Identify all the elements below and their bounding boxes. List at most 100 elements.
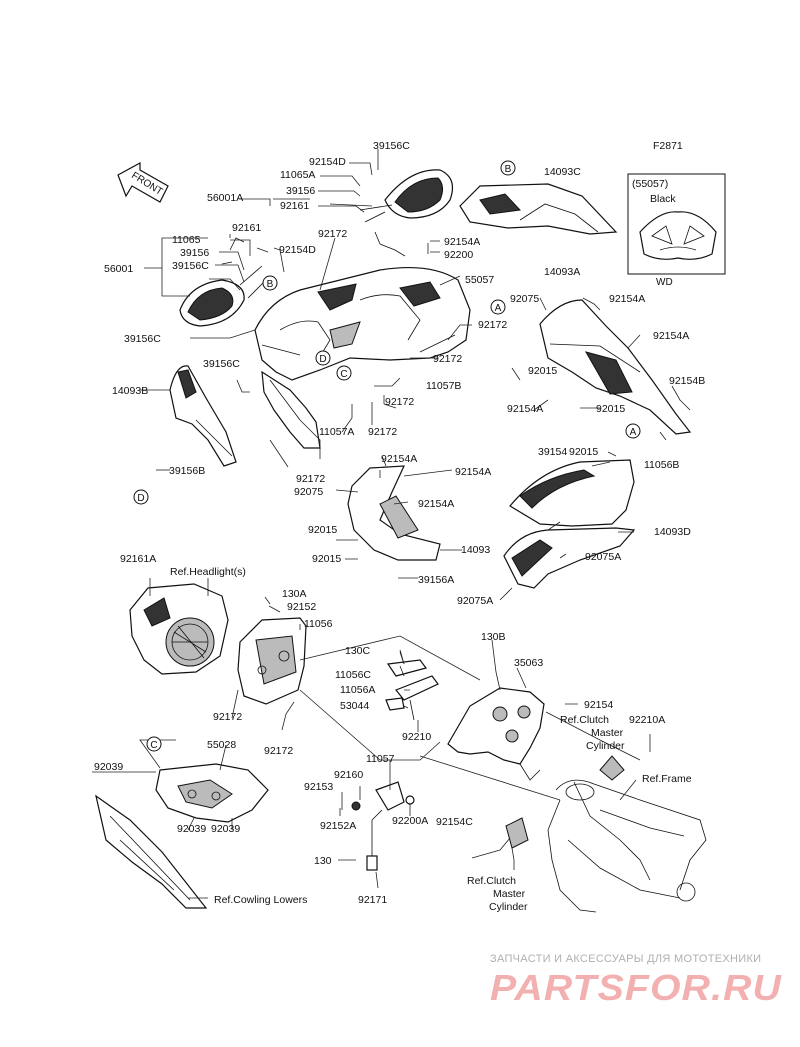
label-11065: 11065 [172,234,201,246]
label-130: 130 [314,855,332,867]
label-92154D: 92154D [309,156,346,168]
label-92154A-g: 92154A [418,498,454,510]
label-55028: 55028 [207,739,236,751]
cowl-inner-icon [639,211,717,260]
inset-box: (55057) Black WD [627,173,726,288]
svg-text:D: D [319,354,326,365]
label-56001A: 56001A [207,192,243,204]
panel-14093C-icon [459,183,618,235]
label-92154A-c: 92154A [653,330,689,342]
label-130B: 130B [481,631,506,643]
label-39156B: 39156B [169,465,205,477]
stay-35063-icon [447,687,545,781]
label-ref-frame: Ref.Frame [642,773,692,785]
panel-39154-icon [509,459,635,527]
label-11056B: 11056B [644,459,679,471]
label-11065A: 11065A [280,169,315,181]
label-92210: 92210 [402,731,431,743]
label-39156C-d: 39156C [203,358,240,370]
headlight-icon [129,583,229,675]
label-14093B: 14093B [112,385,148,397]
label-39156C-c: 39156C [124,333,161,345]
label-11057B: 11057B [426,380,461,392]
label-ref-clutch-1: Ref.Clutch [560,714,609,726]
label-92039-c: 92039 [211,823,240,835]
label-ref-clutch-2c: Cylinder [489,901,528,913]
label-92015-e: 92015 [312,553,341,565]
callout-a-2: A [625,423,641,439]
center-cowl-icon [261,370,321,449]
label-ref-clutch-2b: Master [493,888,526,900]
inset-color-label: Black [650,193,676,205]
label-92075A-b: 92075A [457,595,493,607]
callout-d-1: D [315,350,331,366]
label-11057A: 11057A [319,426,354,438]
svg-text:B: B [267,279,274,290]
label-92172-f: 92172 [296,473,325,485]
svg-text:D: D [137,493,144,504]
callout-c-1: C [336,365,352,381]
label-53044: 53044 [340,700,369,712]
label-39156-b: 39156 [180,247,209,259]
label-92172-d: 92172 [385,396,414,408]
panel-14093A-icon [539,299,692,435]
mirror-left-icon [179,237,267,327]
label-92075A: 92075A [585,551,621,563]
label-92172: 92172 [318,228,347,240]
label-92015-b: 92015 [596,403,625,415]
cowling-lower-icon [95,794,208,909]
label-92154D-b: 92154D [279,244,316,256]
label-92015-c: 92015 [569,446,598,458]
label-92172-e: 92172 [368,426,397,438]
inset-part-label: (55057) [632,178,668,190]
svg-text:C: C [340,369,347,380]
label-11056C: 11056C [335,669,371,681]
svg-text:A: A [630,427,637,438]
label-92154A-e: 92154A [381,453,417,465]
label-56001: 56001 [104,263,133,275]
label-92154A: 92154A [444,236,480,248]
watermark-brand: PARTSFOR.RU [490,967,782,1008]
label-14093C: 14093C [544,166,581,178]
label-ref-clutch-1b: Master [591,727,624,739]
callout-a-1: A [490,299,506,315]
label-92039: 92039 [94,761,123,773]
label-35063: 35063 [514,657,543,669]
panel-14093-icon [347,465,441,561]
label-92075-b: 92075 [294,486,323,498]
svg-text:C: C [150,740,157,751]
label-92015: 92015 [528,365,557,377]
label-92172-b: 92172 [478,319,507,331]
callout-d-2: D [133,489,149,505]
svg-text:B: B [505,164,512,175]
inset-variant-label: WD [656,277,673,288]
label-92152A: 92152A [320,820,356,832]
label-130A: 130A [282,588,307,600]
label-39156C: 39156C [373,140,410,152]
label-92200: 92200 [444,249,473,261]
label-39154: 39154 [538,446,567,458]
plate-55028-icon [155,763,269,823]
label-92154A-b: 92154A [609,293,645,305]
panel-14093B-icon [169,365,237,467]
label-92153: 92153 [304,781,333,793]
label-39156: 39156 [286,185,315,197]
label-11056A: 11056A [340,684,375,696]
label-ref-cowling-lowers: Ref.Cowling Lowers [214,894,307,906]
callout-b-1: B [500,160,516,176]
bracket-small-icon [385,649,439,721]
label-14093A: 14093A [544,266,580,278]
figure-code: F2871 [653,140,683,152]
label-92154A-f: 92154A [455,466,491,478]
label-11056: 11056 [304,618,333,630]
label-39156A: 39156A [418,574,454,586]
label-92039-b: 92039 [177,823,206,835]
label-92171: 92171 [358,894,387,906]
label-92154C: 92154C [436,816,473,828]
label-92154: 92154 [584,699,613,711]
label-92172-h: 92172 [264,745,293,757]
label-ref-clutch-1c: Cylinder [586,740,625,752]
front-arrow-icon: FRONT [117,161,169,203]
part-labels: 39156C 92154D 11065A 39156 92161 56001A … [94,140,705,913]
